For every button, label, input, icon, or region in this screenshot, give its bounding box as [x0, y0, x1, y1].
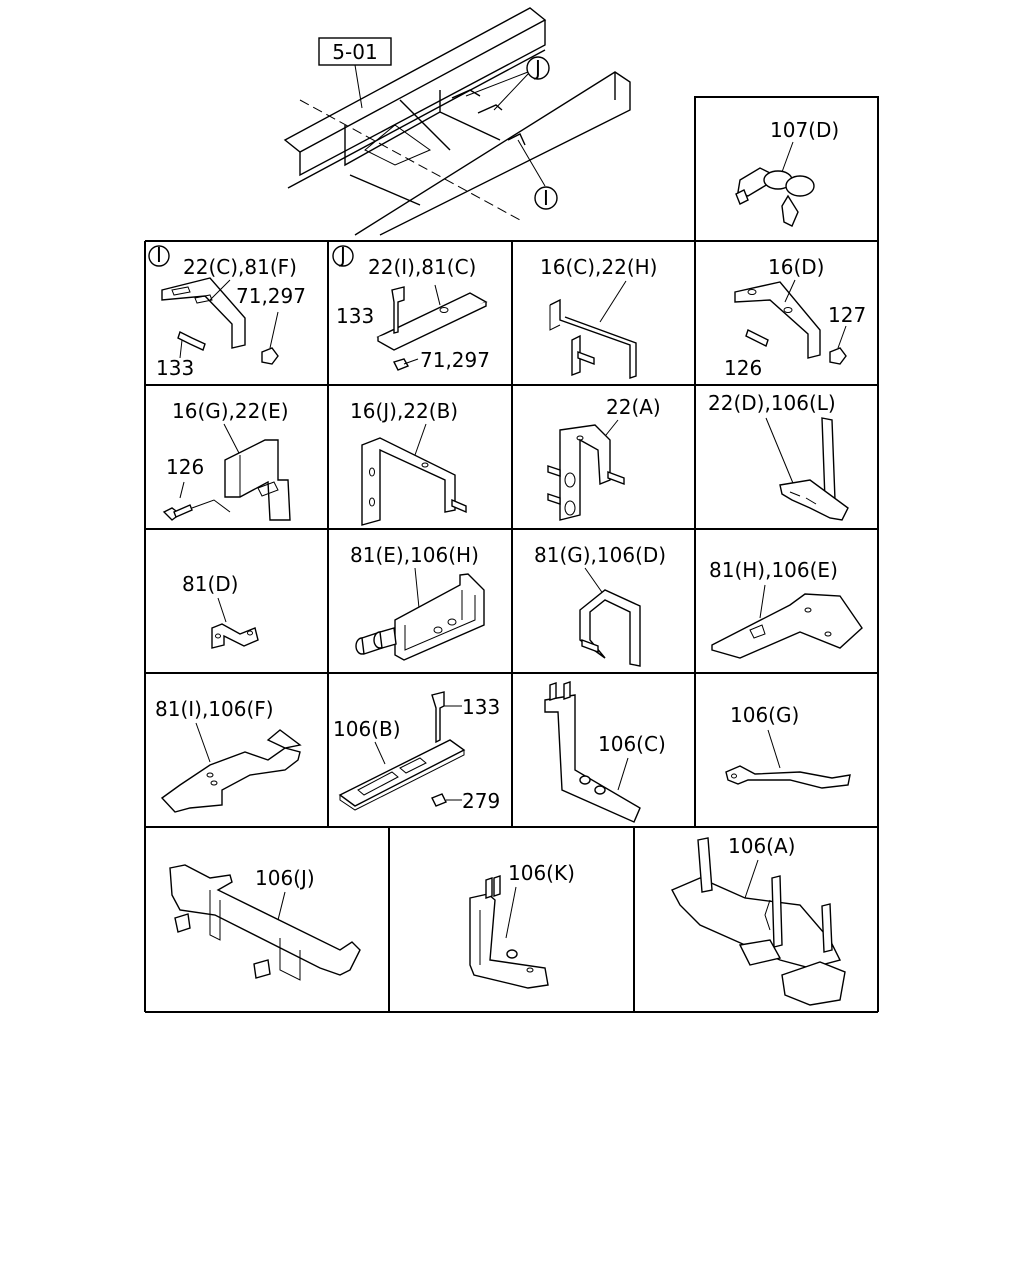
- marker-j-label: J: [533, 56, 541, 80]
- cell-22d: 22(D),106(L): [708, 391, 849, 521]
- callout: 133: [156, 356, 194, 380]
- part-label: 81(H),106(E): [709, 558, 838, 582]
- cell-22a: 22(A): [547, 395, 661, 521]
- bracket-part: [169, 864, 361, 976]
- cell-106j: 106(J): [169, 864, 361, 981]
- grid: [144, 96, 879, 1013]
- cell-106a: 106(A): [671, 834, 846, 1006]
- bracket-part: [725, 765, 851, 789]
- part-label: 22(C),81(F): [183, 255, 297, 279]
- bracket-part: [549, 298, 637, 379]
- bracket-part: [211, 623, 259, 649]
- part-label: 16(J),22(B): [350, 399, 458, 423]
- cell-marker: I: [156, 243, 162, 267]
- cell-106b: 106(B) 133 279: [333, 691, 500, 813]
- cell-106c: 106(C): [544, 681, 666, 823]
- bracket-part: [161, 277, 246, 349]
- bracket-part: [734, 281, 821, 359]
- callout: 71,297: [236, 284, 306, 308]
- callout: 126: [166, 455, 204, 479]
- marker-i: I: [534, 186, 558, 210]
- bracket-part: [821, 417, 836, 501]
- marker-i-label: I: [543, 186, 549, 210]
- part-label: 106(C): [598, 732, 666, 756]
- part-label: 106(J): [255, 866, 315, 890]
- cell-marker: J: [338, 243, 346, 267]
- part-label: 107(D): [770, 118, 839, 142]
- plate-part: [338, 739, 466, 807]
- part-label: 22(I),81(C): [368, 255, 476, 279]
- callout: 133: [462, 695, 500, 719]
- cell-I: I 22(C),81(F) 71,297 133: [148, 243, 306, 380]
- cell-16j: 16(J),22(B): [350, 399, 467, 526]
- cell-81d: 81(D): [182, 572, 259, 649]
- part-label: 106(B): [333, 717, 401, 741]
- bracket-part: [394, 573, 485, 661]
- callout: 126: [724, 356, 762, 380]
- callout: 127: [828, 303, 866, 327]
- cell-106g: 106(G): [725, 703, 851, 789]
- cell-16c: 16(C),22(H): [540, 255, 657, 379]
- bracket-part: [579, 589, 641, 667]
- part-label: 16(C),22(H): [540, 255, 657, 279]
- callout: 279: [462, 789, 500, 813]
- bracket-part: [469, 893, 549, 989]
- part-label: 106(K): [508, 861, 575, 885]
- part-label: 16(G),22(E): [172, 399, 289, 423]
- cell-81g: 81(G),106(D): [534, 543, 666, 667]
- part-label: 22(A): [606, 395, 661, 419]
- part-label: 81(I),106(F): [155, 697, 274, 721]
- frame-illustration: [283, 7, 631, 236]
- cell-106k: 106(K): [469, 861, 575, 989]
- callout: 71,297: [420, 348, 490, 372]
- part-label: 81(E),106(H): [350, 543, 479, 567]
- part-label: 81(D): [182, 572, 238, 596]
- bracket-part: [160, 747, 301, 813]
- bracket-part: [559, 424, 611, 521]
- plate-part: [711, 593, 863, 659]
- ref-box: 5-01: [318, 37, 392, 66]
- cell-81h: 81(H),106(E): [709, 558, 863, 659]
- bracket-part: [361, 437, 456, 526]
- bracket-part: [544, 694, 641, 823]
- part-label: 16(D): [768, 255, 824, 279]
- part-label: 106(G): [730, 703, 799, 727]
- bracket-part: [224, 439, 291, 521]
- callout: 133: [336, 304, 374, 328]
- cell-J: J 22(I),81(C) 133 71,297: [332, 243, 490, 372]
- cell-16d: 16(D) 127 126: [724, 255, 866, 380]
- part-label: 81(G),106(D): [534, 543, 666, 567]
- part-label: 22(D),106(L): [708, 391, 836, 415]
- ref-box-label: 5-01: [332, 40, 377, 64]
- cell-16g: 16(G),22(E) 126: [162, 399, 291, 521]
- cell-81e: 81(E),106(H): [350, 543, 485, 661]
- marker-i-icon: [148, 245, 170, 267]
- marker-j: J: [526, 56, 550, 80]
- part-label: 106(A): [728, 834, 795, 858]
- cell-107d: 107(D): [735, 118, 839, 227]
- cell-81i: 81(I),106(F): [155, 697, 302, 813]
